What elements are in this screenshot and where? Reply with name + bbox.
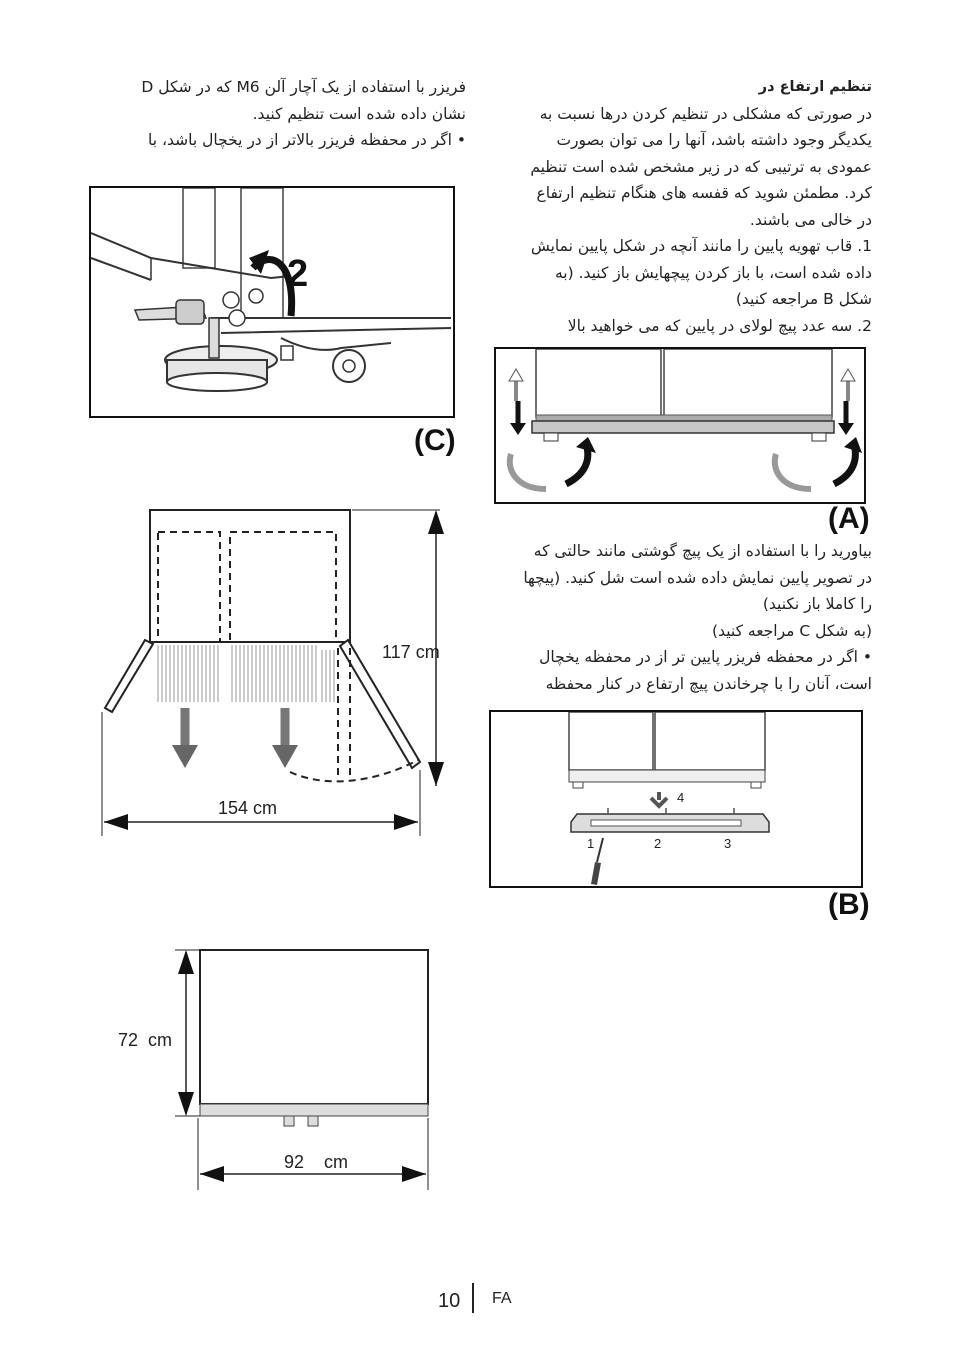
figure-a-illustration: [506, 349, 862, 492]
fig-b-marker-2: 2: [654, 836, 661, 851]
fig-b-marker-3: 3: [724, 836, 731, 851]
fig-c-step-number: 2: [287, 253, 308, 295]
section-title: تنظیم ارتفاع در: [758, 79, 872, 95]
left-bullet-line: • اگر در محفظه فریزر بالاتر از در یخچال …: [148, 131, 466, 149]
page-number: 10: [438, 1290, 461, 1312]
para2-line-1: بیاورید را با استفاده از یک پیچ گوشتی ما…: [533, 542, 872, 560]
figure-c-label: (C): [414, 424, 456, 457]
left-intro-line-2: نشان داده شده است تنظیم کنید.: [252, 104, 466, 123]
right-bullet-line-2: است، آنان را با چرخاندن پیچ ارتفاع در کن…: [545, 674, 872, 693]
para1-line-1: در صورتی که مشکلی در تنظیم کردن درها نسب…: [539, 104, 872, 123]
figure-b-illustration: 4 1 2 3: [568, 712, 770, 885]
para3-line: (به شکل C مراجعه کنید): [712, 621, 872, 640]
figure-a-box: [494, 347, 866, 504]
footer-divider: [472, 1283, 474, 1313]
para1-line-5: در خالی می باشند.: [749, 210, 872, 229]
step2-line: 2. سه عدد پیچ لولای در پایین که می خواهی…: [567, 316, 872, 335]
right-bullet-line-1: • اگر در محفظه فریزر پایین تر از در محفظ…: [539, 648, 872, 666]
step1-line-3: شکل B مراجعه کنید): [735, 290, 872, 308]
dim-height-117: 117 cm: [382, 642, 440, 662]
right-para2: بیاورید را با استفاده از یک پیچ گوشتی ما…: [523, 538, 872, 697]
para1-line-3: عمودی به ترتیبی که در زیر مشخص شده است ت…: [530, 157, 872, 176]
right-intro: تنظیم ارتفاع در در صورتی که مشکلی در تنظ…: [530, 74, 872, 339]
left-intro-line-1: فریزر با استفاده از یک آچار آلن M6 که در…: [141, 78, 466, 96]
figure-b-label: (B): [828, 888, 870, 921]
figure-c-illustration: 2: [91, 188, 452, 392]
dim-width-92: 92 cm: [284, 1152, 348, 1172]
figure-a-label: (A): [828, 502, 870, 535]
left-intro: فریزر با استفاده از یک آچار آلن M6 که در…: [141, 74, 466, 154]
language-code: FA: [492, 1290, 512, 1307]
fig-b-marker-1: 1: [587, 836, 594, 851]
figure-b-box: 4 1 2 3: [489, 710, 863, 888]
para2-line-2: در تصویر پایین نمایش داده شده است شل کنی…: [523, 568, 872, 587]
para2-line-3: را کاملا باز نکنید): [762, 595, 872, 613]
step1-line-1: 1. قاب تهویه پایین را مانند آنچه در شکل …: [530, 237, 872, 255]
para1-line-4: کرد. مطمئن شوید که قفسه های هنگام تنظیم …: [536, 184, 872, 202]
dim-depth-72: 72 cm: [118, 1030, 172, 1050]
dim-width-154: 154 cm: [218, 798, 277, 818]
figure-c-box: 2: [89, 186, 455, 418]
fig-b-marker-4: 4: [677, 790, 684, 805]
step1-line-2: داده شده است، با باز کردن پیچهایش باز کن…: [554, 263, 872, 282]
para1-line-2: یکدیگر وجود داشته باشد، آنها را می توان …: [556, 131, 872, 149]
